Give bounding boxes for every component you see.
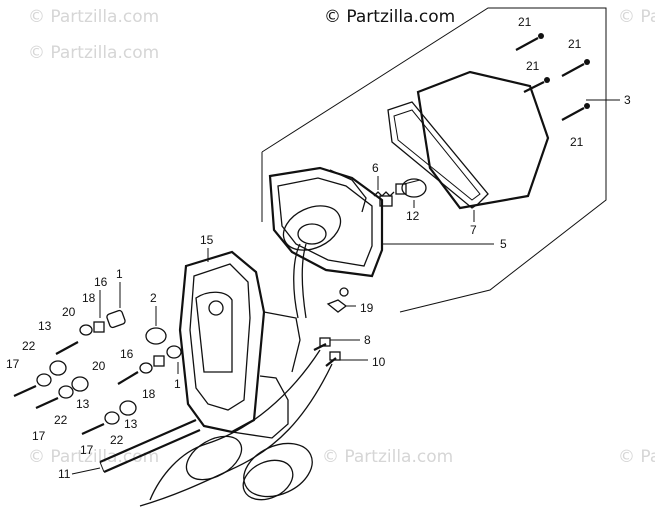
callout-22-c: 22	[110, 433, 124, 447]
leader-11	[71, 467, 101, 475]
part-8-connector	[313, 337, 331, 351]
callout-15: 15	[200, 233, 214, 247]
callout-13-a: 13	[38, 319, 52, 333]
watermark-top-left: © Partzilla.com	[28, 7, 159, 27]
callout-17-c: 17	[80, 443, 94, 457]
callout-3: 3	[624, 93, 631, 107]
callout-21-d: 21	[570, 135, 584, 149]
callout-13-b: 13	[76, 397, 90, 411]
screw-21-d	[561, 103, 590, 121]
watermark-bottom-center: © Partzilla.com	[322, 447, 453, 467]
bulb	[395, 178, 427, 198]
callout-5: 5	[500, 237, 507, 251]
watermark-bottom-right: © Partzilla.com	[618, 447, 655, 467]
license-bracket	[178, 250, 301, 439]
callout-1-b: 1	[174, 377, 181, 391]
callout-13-c: 13	[124, 417, 138, 431]
watermark-main: © Partzilla.com	[324, 7, 455, 27]
wire-loop-c	[242, 459, 294, 501]
screw-21-b	[523, 77, 550, 93]
reflector-grommet	[145, 327, 167, 345]
callout-18-b: 18	[142, 387, 156, 401]
callout-16-b: 16	[120, 347, 134, 361]
callout-1-a: 1	[116, 267, 123, 281]
screw-21-a	[515, 33, 544, 51]
harness-wire-a	[149, 349, 321, 501]
leader-lines	[99, 99, 620, 374]
callout-21-b: 21	[568, 37, 582, 51]
callout-8: 8	[364, 333, 371, 347]
part-19-clip	[326, 287, 349, 313]
callout-18-a: 18	[82, 291, 96, 305]
callout-22-b: 22	[54, 413, 68, 427]
callout-6: 6	[372, 161, 379, 175]
wire-loop-b	[243, 442, 313, 498]
screw-21-c	[561, 59, 590, 77]
callout-10: 10	[372, 355, 386, 369]
callout-2: 2	[150, 291, 157, 305]
callout-20-a: 20	[62, 305, 76, 319]
callout-17-a: 17	[6, 357, 20, 371]
harness-wire-b	[139, 363, 333, 507]
lamp-wire-b	[301, 243, 307, 319]
callout-11: 11	[58, 467, 71, 481]
lamp-base-housing	[268, 166, 384, 278]
tail-lamp-lens	[416, 70, 550, 210]
callout-19: 19	[360, 301, 374, 315]
wire-loop-a	[185, 435, 243, 481]
watermark-top-left-2: © Partzilla.com	[28, 43, 159, 63]
part-10-connector	[325, 351, 341, 367]
callout-21-a: 21	[518, 15, 532, 29]
protective-tube	[99, 418, 201, 474]
callout-22-a: 22	[22, 339, 36, 353]
callout-20-b: 20	[92, 359, 106, 373]
callout-21-c: 21	[526, 59, 540, 73]
watermark-top-right: © Partzilla.com	[618, 7, 655, 27]
bulb-socket-spring	[373, 191, 395, 207]
callout-17-b: 17	[32, 429, 46, 443]
callout-16-a: 16	[94, 275, 108, 289]
lens-gasket-inner	[393, 109, 481, 201]
assembly-frame	[261, 7, 607, 313]
lens-gasket	[387, 101, 489, 209]
hardware-middle-row	[35, 345, 182, 410]
lamp-wire-a	[293, 243, 301, 319]
hardware-upper-row	[13, 309, 126, 398]
callout-12: 12	[406, 209, 420, 223]
callout-7: 7	[470, 223, 477, 237]
hardware-lower-row	[81, 400, 137, 436]
